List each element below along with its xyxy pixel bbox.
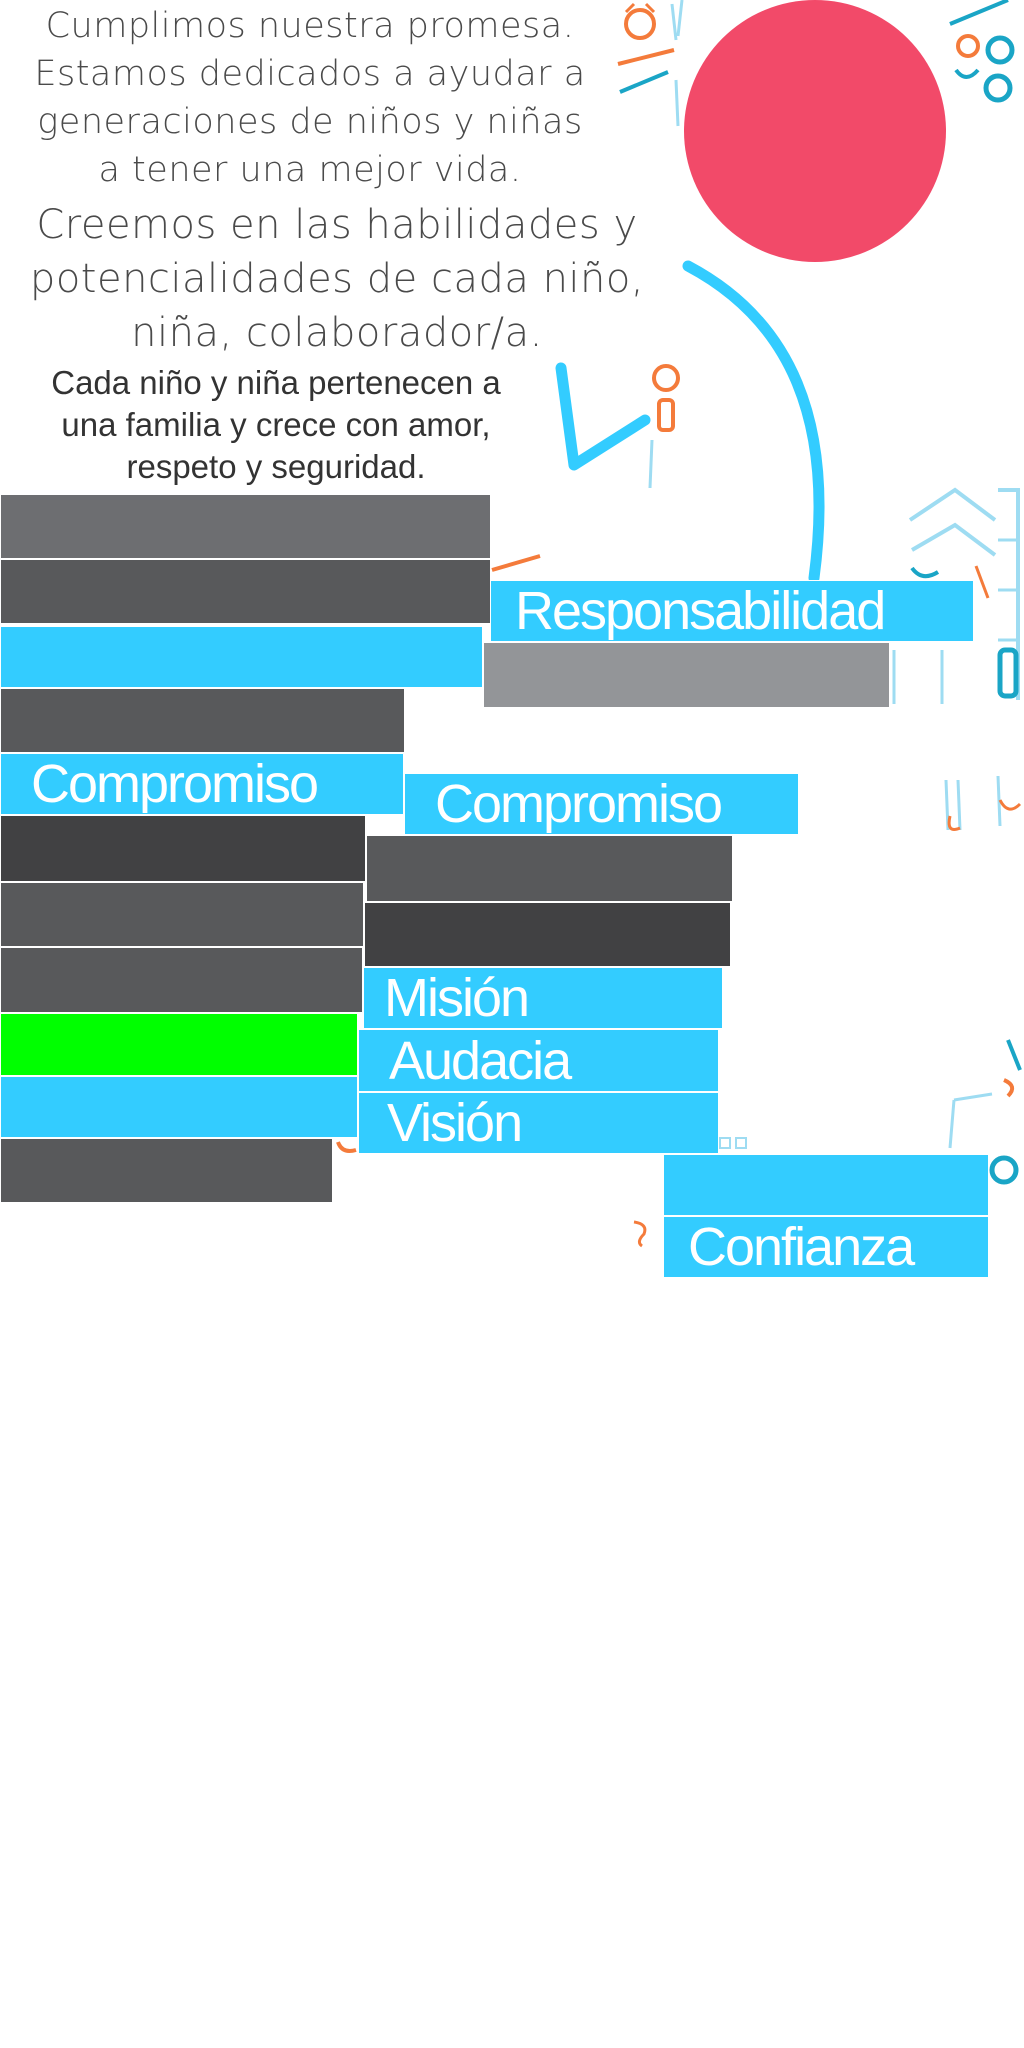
bar-left-3: [0, 626, 483, 688]
bar-left-6: [0, 815, 366, 882]
label-audacia: Audacia: [389, 1030, 572, 1091]
bar-left-green: [0, 1013, 358, 1076]
check-icon: [555, 362, 651, 471]
corner-doodle-icon: [949, 0, 1015, 103]
intro-line-2: Estamos dedicados a ayudar a: [34, 54, 586, 94]
lower-doodle-icon: [336, 1039, 1022, 1248]
house-outline-icon: [491, 487, 1022, 831]
bar-compromiso-left: Compromiso: [0, 753, 404, 815]
bar-left-7: [0, 882, 364, 947]
bar-right-dark-1: [366, 835, 733, 902]
intro-line-3: generaciones de niños y niñas: [37, 102, 583, 142]
bar-mision: Misión: [363, 967, 723, 1029]
child-figure-small-icon: [648, 364, 680, 489]
bar-left-4: [0, 688, 405, 753]
bar-left-2: [0, 559, 491, 624]
intro-line-4: a tener una mejor vida.: [98, 150, 522, 190]
family-line-2: una familia y crece con amor,: [61, 406, 491, 443]
bar-vision: Visión: [358, 1092, 719, 1154]
label-confianza: Confianza: [688, 1217, 915, 1277]
pink-sun-circle: [684, 0, 946, 262]
bar-left-8: [0, 947, 363, 1013]
bar-compromiso-right: Compromiso: [404, 773, 799, 835]
bar-left-1: [0, 494, 491, 559]
bar-confianza: Confianza: [663, 1216, 989, 1278]
bar-right-dark-2: [364, 902, 731, 967]
family-line-1: Cada niño y niña pertenecen a: [51, 364, 501, 401]
cyan-arc-icon: [682, 260, 825, 584]
beliefs-line-1: Creemos en las habilidades y: [36, 202, 638, 248]
child-figure-icon: [617, 0, 684, 127]
label-vision: Visión: [387, 1093, 523, 1153]
intro-line-1: Cumplimos nuestra promesa.: [45, 6, 575, 46]
bar-right-gray: [483, 642, 890, 708]
label-compromiso-right: Compromiso: [435, 774, 723, 834]
bar-left-11: [0, 1138, 333, 1203]
bar-right-cyan-empty: [663, 1154, 989, 1216]
label-mision: Misión: [384, 968, 530, 1028]
family-line-3: respeto y seguridad.: [126, 448, 426, 485]
beliefs-line-2: potencialidades de cada niño,: [29, 256, 645, 302]
intro-paragraph: Cumplimos nuestra promesa. Estamos dedic…: [0, 2, 620, 194]
label-compromiso-left: Compromiso: [31, 754, 319, 814]
bar-audacia: Audacia: [358, 1029, 719, 1092]
family-paragraph: Cada niño y niña pertenecen a una famili…: [0, 362, 552, 488]
bar-left-10: [0, 1076, 358, 1138]
label-responsabilidad: Responsabilidad: [515, 581, 886, 641]
beliefs-paragraph: Creemos en las habilidades y potencialid…: [0, 198, 674, 360]
beliefs-line-3: niña, colaborador/a.: [131, 310, 543, 356]
bar-responsabilidad: Responsabilidad: [490, 580, 974, 642]
